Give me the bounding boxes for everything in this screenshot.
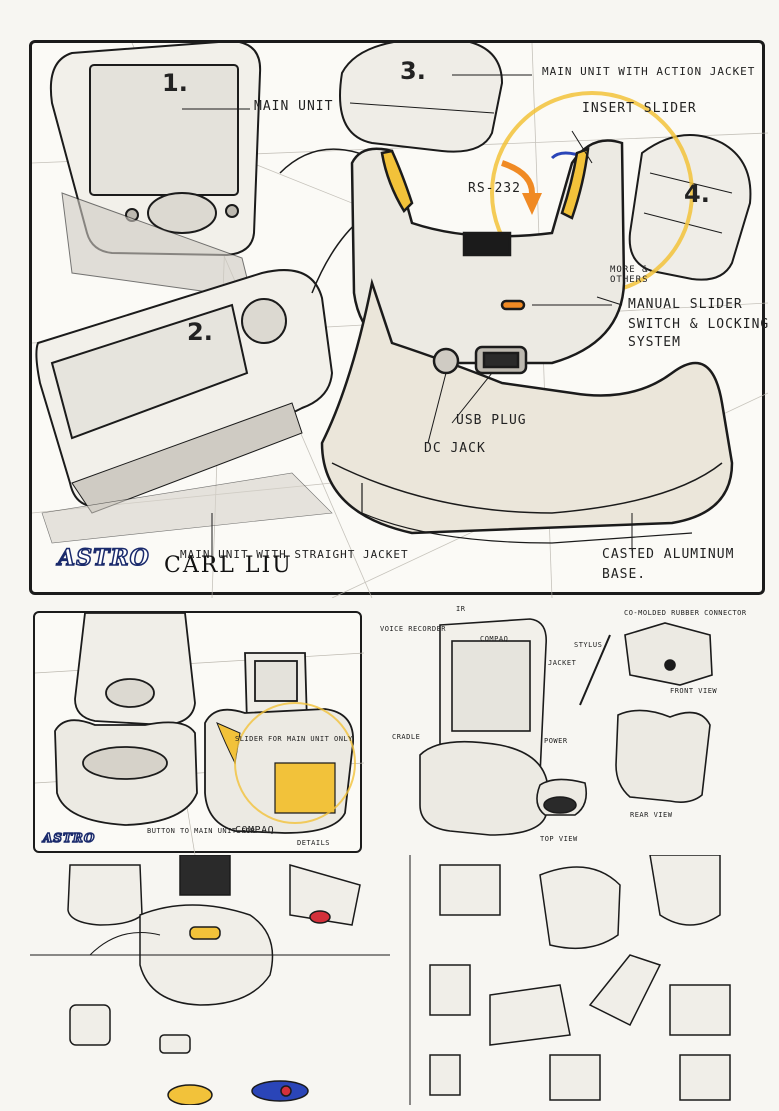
label-number-one: 1. [162, 69, 188, 97]
cradle-concept-drawing [35, 613, 364, 855]
label-rear-view: REAR VIEW [630, 811, 673, 819]
callout-switch-locking: SWITCH & LOCKING [628, 317, 770, 332]
callout-system: SYSTEM [628, 335, 681, 350]
label-ir: IR [456, 605, 466, 613]
label-number-four: 4. [684, 180, 710, 208]
callout-usb-plug: USB PLUG [456, 413, 527, 428]
main-sketch-panel: 1. 2. 3. 4. MAIN UNIT MAIN UNIT WITH ACT… [29, 40, 768, 598]
compaq-label: COMPAQ [235, 825, 275, 836]
astro-logo: ASTRO [57, 544, 150, 572]
label-cradle: CRADLE [392, 733, 421, 741]
designer-signature: CARL LIU [164, 553, 293, 578]
callout-base: BASE. [602, 567, 647, 582]
pda-cradle-views: VOICE RECORDER JACKET STYLUS IR POWER CR… [380, 605, 775, 855]
device-main-unit [49, 43, 262, 299]
callout-main-unit: MAIN UNIT [254, 99, 334, 114]
label-top-view: TOP VIEW [540, 835, 578, 843]
callout-straight-jacket: MAIN UNIT WITH STRAIGHT JACKET [180, 548, 409, 561]
device-action-jacket [339, 43, 504, 153]
label-front-view: FRONT VIEW [670, 687, 718, 695]
callout-more-others: MORE & OTHERS [610, 265, 649, 285]
note-button: BUTTON TO MAIN UNIT FOR [147, 827, 256, 835]
callout-action-jacket: MAIN UNIT WITH ACTION JACKET [542, 65, 756, 78]
pda-cradle-views-drawing [419, 618, 713, 836]
label-co-molded: CO-MOLDED RUBBER CONNECTOR [624, 609, 747, 617]
device-straight-jacket [35, 269, 334, 544]
label-number-two: 2. [187, 318, 213, 346]
exploration-sketches-drawing [30, 855, 731, 1105]
main-sketch-drawing [32, 43, 768, 598]
astro-logo-small: ASTRO [42, 830, 96, 846]
callout-insert-slider: INSERT SLIDER [582, 101, 697, 116]
label-stylus: STYLUS [574, 641, 603, 649]
note-details: DETAILS [297, 839, 331, 847]
label-jacket: JACKET [548, 659, 577, 667]
note-slider: SLIDER FOR MAIN UNIT ONLY [235, 735, 353, 743]
callout-rs232: RS-232 [468, 181, 521, 196]
cradle-base [320, 139, 734, 544]
cradle-concept-panel: ASTRO COMPAQ SLIDER FOR MAIN UNIT ONLY B… [33, 611, 364, 855]
compaq-label-right: COMPAQ [480, 635, 509, 643]
callout-dc-jack: DC JACK [424, 441, 486, 456]
label-voice-recorder: VOICE RECORDER [380, 625, 447, 633]
label-power: POWER [544, 737, 568, 745]
callout-casted-aluminum: CASTED ALUMINUM [602, 547, 735, 562]
exploration-sketches [30, 855, 775, 1105]
callout-manual-slider: MANUAL SLIDER [628, 297, 743, 312]
label-number-three: 3. [400, 57, 426, 85]
